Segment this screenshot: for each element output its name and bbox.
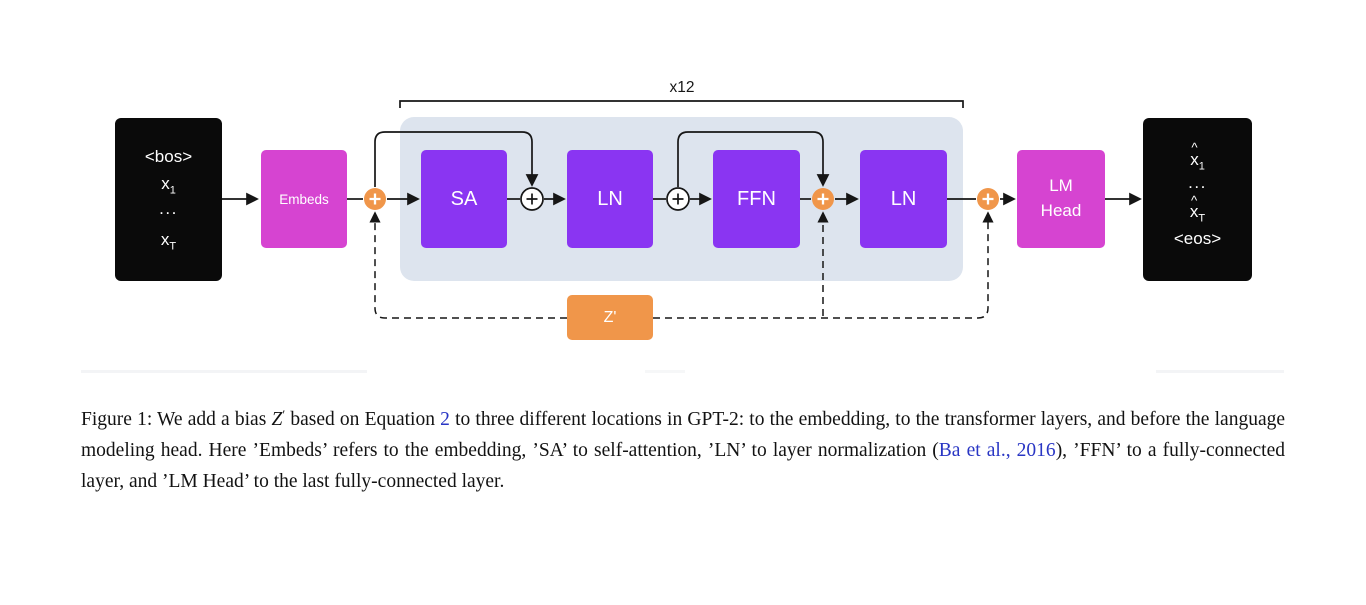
caption-text: ), ’FFN’ to a fully-connected layer, and…	[81, 440, 1285, 492]
faint-artifact	[645, 370, 685, 373]
bias-connection-head	[653, 211, 994, 319]
repeat-bracket	[399, 100, 964, 108]
equation-ref-link[interactable]: 2	[440, 409, 450, 430]
skip-connection-ffn	[677, 131, 830, 187]
eos-token: <eos>	[1173, 229, 1222, 249]
bias-dashed-connections	[369, 211, 994, 319]
xt-token: xT	[160, 230, 177, 253]
ellipsis: ...	[1188, 173, 1207, 192]
layer-norm-block-2: LN	[860, 150, 947, 248]
plus-icon-after-embeds	[364, 188, 386, 210]
faint-artifact	[1156, 370, 1284, 373]
repeat-count-label: x12	[670, 79, 695, 96]
math-z-symbol: Z	[271, 409, 283, 430]
faint-artifact	[81, 370, 367, 373]
diagram-connections: x12	[222, 79, 1142, 319]
prime-mark: ′	[282, 407, 286, 422]
hat-accent: ^	[1191, 192, 1198, 208]
plus-icon-after-sa	[520, 187, 544, 211]
xhat1-token: ^x1	[1190, 140, 1205, 172]
x1-token: x1	[161, 173, 176, 196]
input-tokens-box: <bos> x1 ... xT	[115, 118, 222, 281]
figure-caption: Figure 1: We add a bias Z′ based on Equa…	[81, 399, 1285, 497]
layer-norm-block-1: LN	[567, 150, 653, 248]
embeds-block: Embeds	[261, 150, 347, 248]
self-attention-block: SA	[421, 150, 507, 248]
hat-accent: ^	[1191, 140, 1198, 156]
skip-connection-sa	[374, 131, 539, 187]
citation-link[interactable]: Ba et al., 2016	[938, 440, 1056, 461]
caption-text: based on Equation	[285, 409, 441, 430]
plus-icon-after-ffn	[812, 188, 834, 210]
caption-text: to three different locations in GPT-2: t…	[81, 409, 1286, 461]
bos-token: <bos>	[144, 146, 193, 166]
architecture-diagram: x12	[81, 79, 1284, 373]
plus-icon-after-ln	[666, 187, 690, 211]
ffn-block: FFN	[713, 150, 800, 248]
bias-connection-embedding	[369, 211, 567, 319]
lm-head-block: LM Head	[1017, 150, 1105, 248]
output-tokens-box: ^x1 ... ^xT <eos>	[1143, 118, 1252, 281]
ellipsis: ...	[159, 199, 178, 218]
xhatt-token: ^xT	[1189, 192, 1206, 225]
caption-text: Figure 1: We add a bias	[81, 409, 272, 430]
plus-icon-before-lm-head	[977, 188, 999, 210]
bias-block: Z'	[567, 295, 653, 340]
